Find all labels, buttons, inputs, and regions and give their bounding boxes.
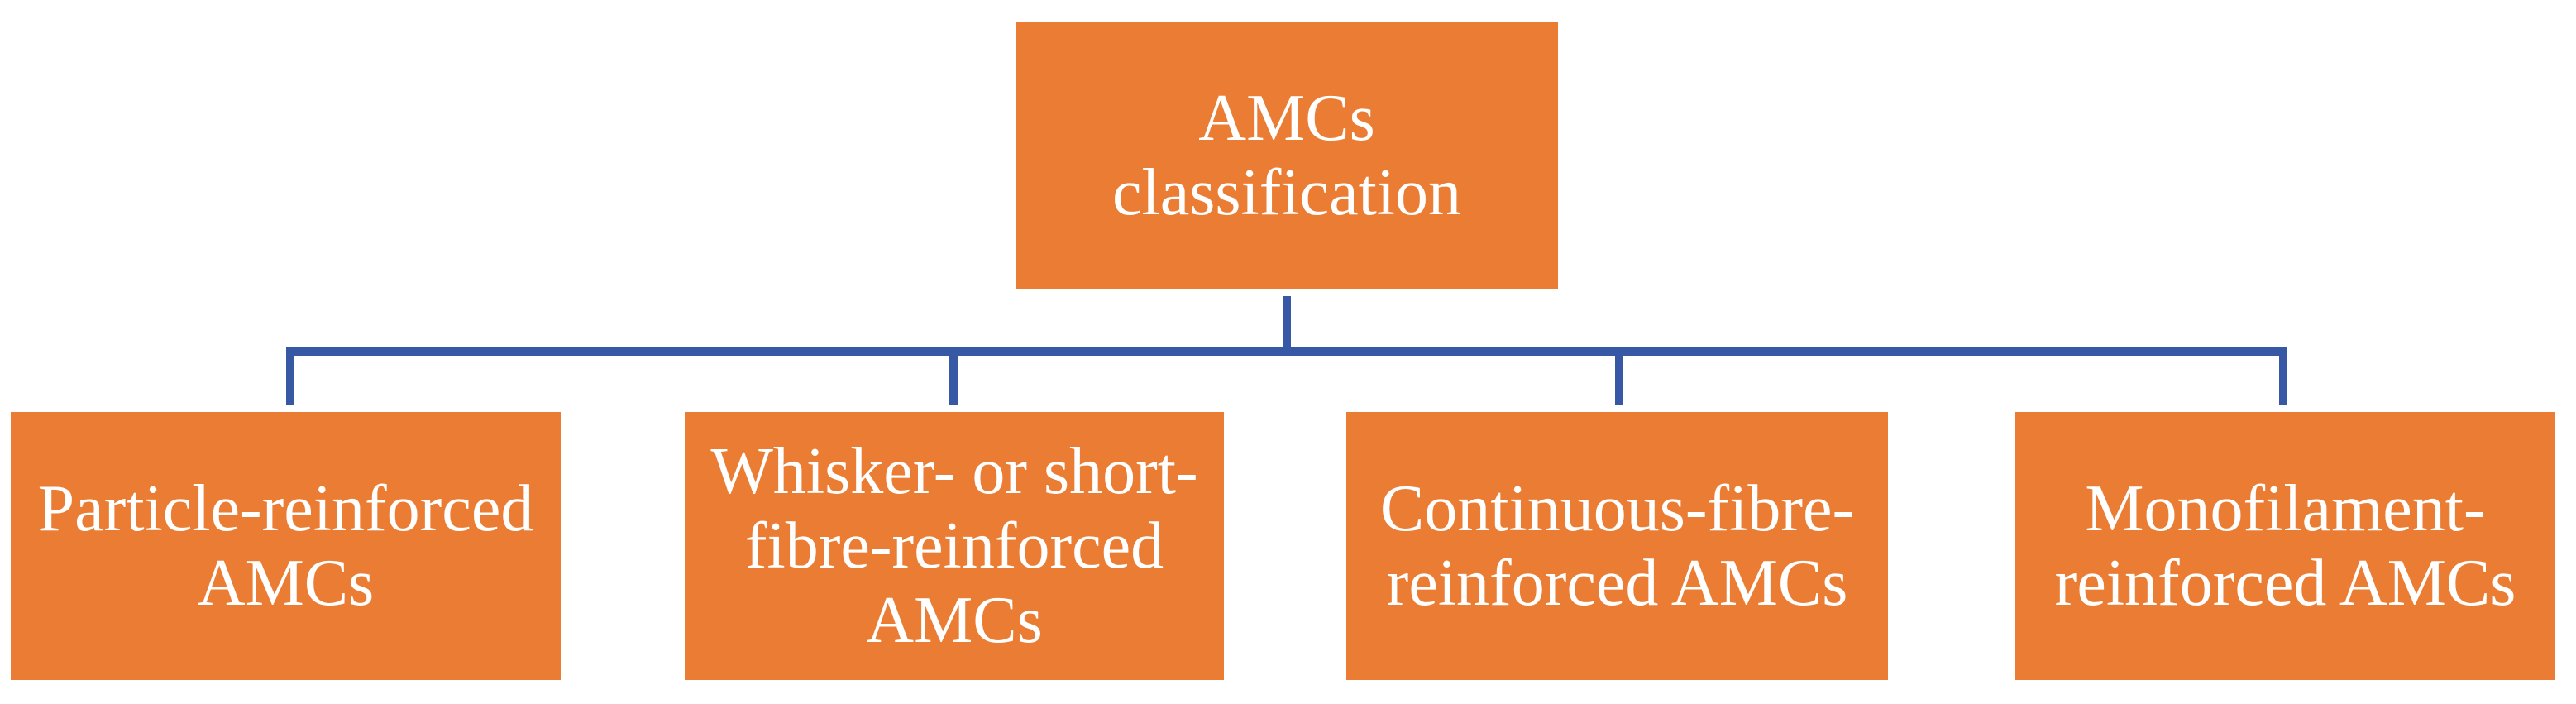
connector-drop-monofilament <box>2279 356 2287 405</box>
node-label-line: fibre-reinforced <box>744 510 1164 582</box>
node-label-line: AMCs <box>197 547 375 620</box>
connector-trunk <box>1283 296 1291 347</box>
node-label-line: reinforced AMCs <box>1386 547 1848 620</box>
node-whisker-or-short-fibre-reinforced-amcs: Whisker- or short- fibre-reinforced AMCs <box>685 412 1224 680</box>
node-monofilament-reinforced-amcs: Monofilament- reinforced AMCs <box>2015 412 2555 680</box>
node-label-line: Continuous-fibre- <box>1379 472 1855 545</box>
node-label-line: reinforced AMCs <box>2054 547 2516 620</box>
connector-drop-particle <box>286 356 294 405</box>
node-label-line: classification <box>1111 156 1462 229</box>
node-label-line: AMCs <box>866 584 1043 657</box>
node-continuous-fibre-reinforced-amcs: Continuous-fibre- reinforced AMCs <box>1346 412 1888 680</box>
node-label-line: Particle-reinforced <box>37 472 534 545</box>
connector-drop-whisker <box>949 356 958 405</box>
node-particle-reinforced-amcs: Particle-reinforced AMCs <box>11 412 561 680</box>
connector-horizontal <box>286 347 2287 356</box>
node-label-line: Whisker- or short- <box>710 435 1198 508</box>
node-amcs-classification: AMCs classification <box>1016 22 1558 289</box>
connector-drop-continuous <box>1615 356 1623 405</box>
node-label-line: Monofilament- <box>2085 472 2486 545</box>
node-label-line: AMCs <box>1198 81 1375 155</box>
